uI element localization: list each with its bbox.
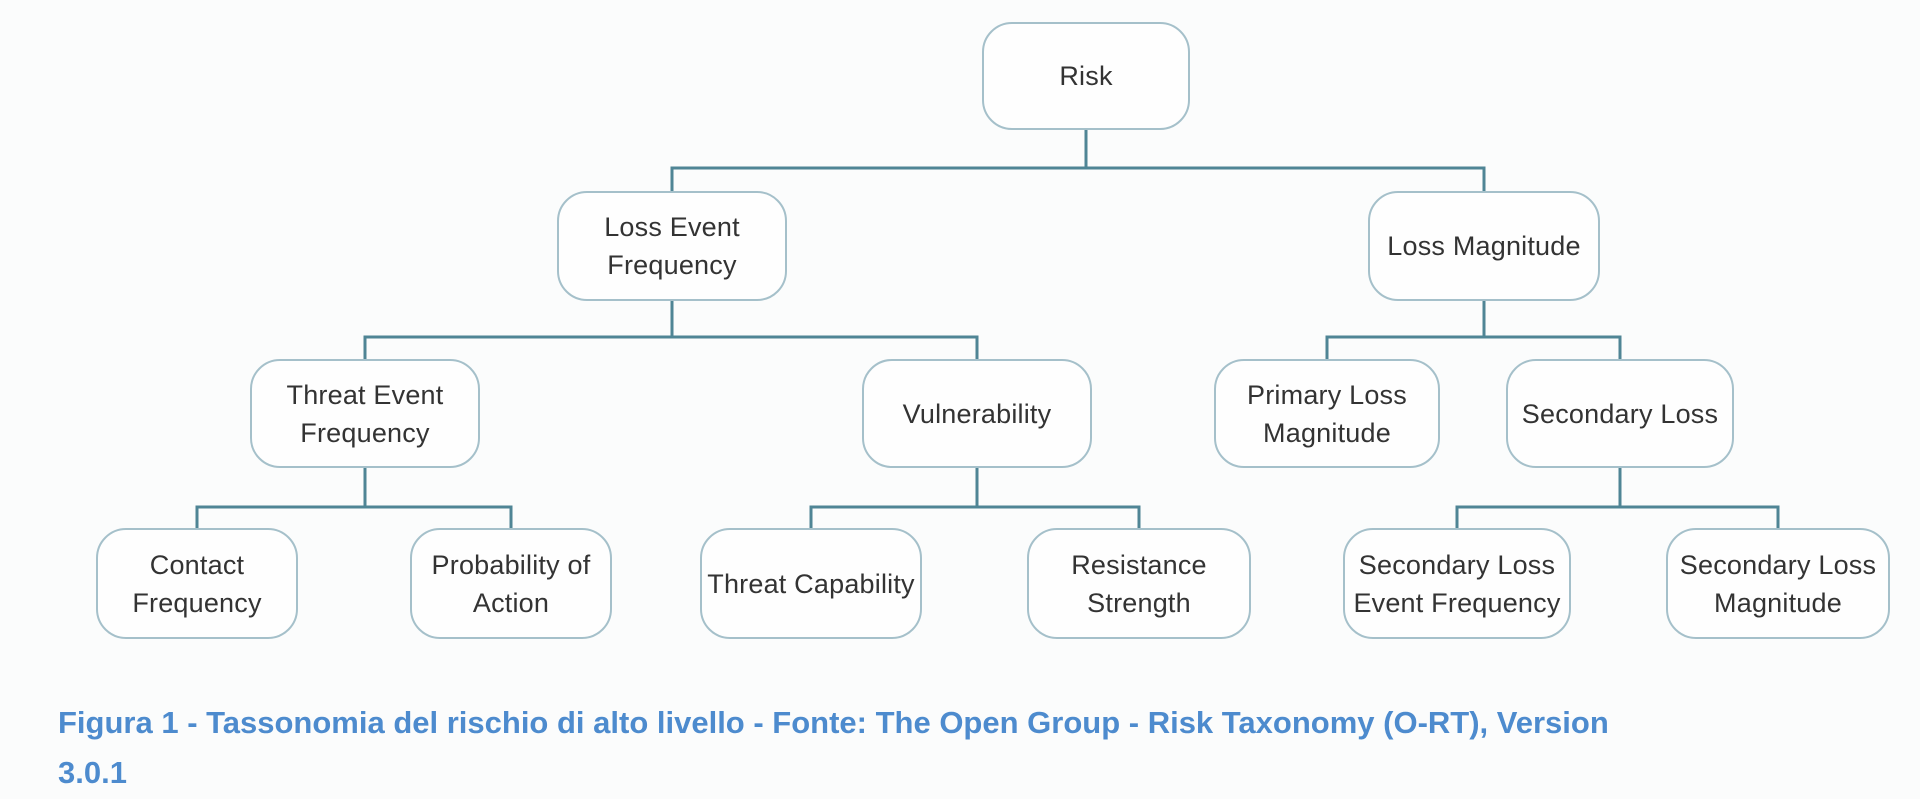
node-probability-of-action-label: Probability of Action xyxy=(431,549,591,618)
node-loss-event-frequency-label: Loss Event Frequency xyxy=(604,212,740,280)
node-resistance-strength-label: Resistance Strength xyxy=(1071,549,1207,618)
node-primary-loss-magnitude: Primary Loss Magnitude xyxy=(1214,359,1440,468)
node-probability-of-action: Probability of Action xyxy=(410,528,612,639)
node-secondary-loss-event-frequency-label: Secondary Loss Event Frequency xyxy=(1353,549,1561,618)
connector-threat-event-frequency-to-children xyxy=(195,468,513,528)
node-threat-capability-label: Threat Capability xyxy=(707,568,915,599)
node-threat-capability: Threat Capability xyxy=(700,528,922,639)
node-loss-magnitude: Loss Magnitude xyxy=(1368,191,1600,301)
connector-vulnerability-to-children xyxy=(809,468,1141,528)
node-secondary-loss-magnitude-label: Secondary Loss Magnitude xyxy=(1679,549,1877,618)
node-primary-loss-magnitude-label: Primary Loss Magnitude xyxy=(1247,379,1407,448)
node-secondary-loss: Secondary Loss xyxy=(1506,359,1734,468)
node-vulnerability: Vulnerability xyxy=(862,359,1092,468)
connector-loss-magnitude-to-children xyxy=(1325,301,1622,359)
connector-loss-event-frequency-to-children xyxy=(363,301,979,359)
node-loss-magnitude-label: Loss Magnitude xyxy=(1387,231,1581,261)
node-secondary-loss-event-frequency: Secondary Loss Event Frequency xyxy=(1343,528,1571,639)
node-contact-frequency-label: Contact Frequency xyxy=(132,549,262,618)
node-threat-event-frequency-label: Threat Event Frequency xyxy=(286,379,444,448)
node-risk: Risk xyxy=(982,22,1190,130)
node-risk-label: Risk xyxy=(1059,61,1113,91)
node-vulnerability-label: Vulnerability xyxy=(902,398,1052,429)
connector-risk-to-level2 xyxy=(670,130,1486,191)
connector-secondary-loss-to-children xyxy=(1455,468,1780,528)
node-secondary-loss-label: Secondary Loss xyxy=(1521,398,1719,429)
node-loss-event-frequency: Loss Event Frequency xyxy=(557,191,787,301)
figure-caption: Figura 1 - Tassonomia del rischio di alt… xyxy=(58,705,1609,790)
node-secondary-loss-magnitude: Secondary Loss Magnitude xyxy=(1666,528,1890,639)
node-threat-event-frequency: Threat Event Frequency xyxy=(250,359,480,468)
node-contact-frequency: Contact Frequency xyxy=(96,528,298,639)
node-resistance-strength: Resistance Strength xyxy=(1027,528,1251,639)
